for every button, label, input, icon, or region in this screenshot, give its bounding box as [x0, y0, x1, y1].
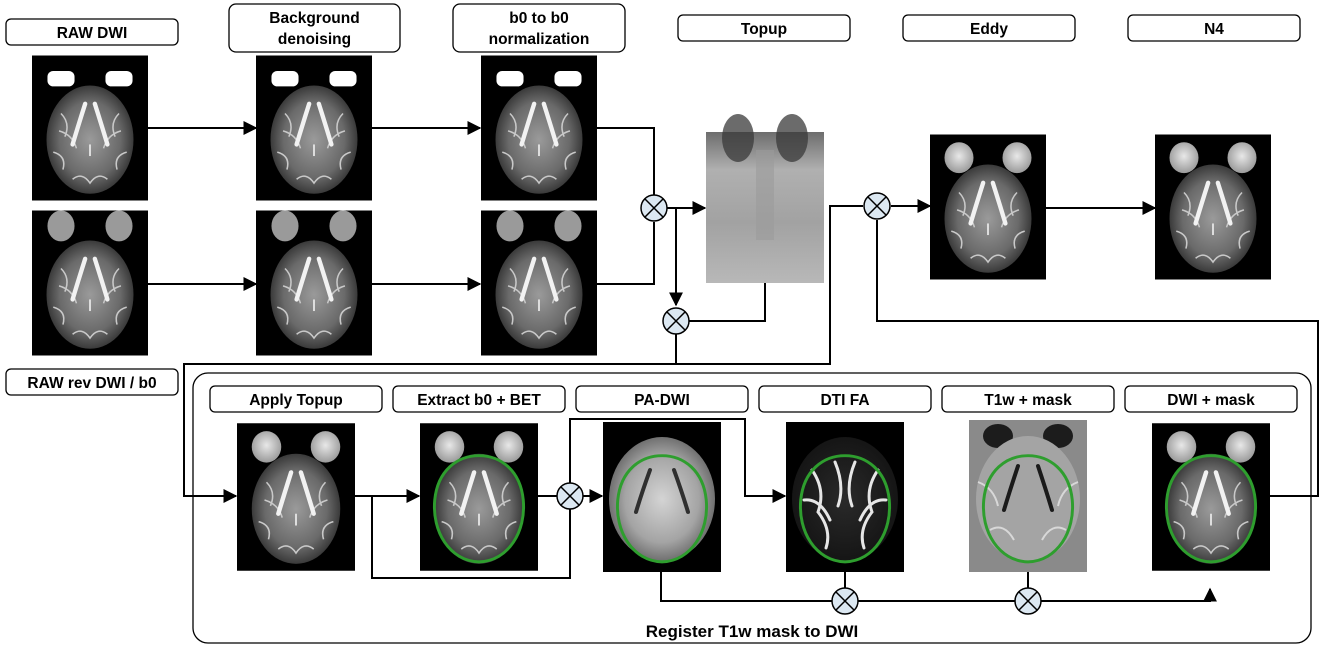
connectors	[148, 121, 1319, 602]
svg-text:Background: Background	[269, 10, 359, 27]
image-normalized-dwi	[481, 56, 597, 201]
combine-node-3	[863, 192, 891, 220]
image-n4-dwi	[1155, 135, 1271, 280]
svg-text:DWI + mask: DWI + mask	[1167, 392, 1255, 409]
label-register-t1w-mask: Register T1w mask to DWI	[646, 622, 859, 641]
image-t1w-mask	[969, 420, 1087, 572]
label-dwi-mask: DWI + mask	[1124, 385, 1298, 413]
image-normalized-rev-dwi	[481, 211, 597, 356]
image-dti-fa	[786, 422, 904, 572]
combine-node-6	[1014, 587, 1042, 615]
image-extract-bet	[420, 423, 538, 571]
registration-frame	[192, 372, 1312, 644]
image-raw-rev-dwi	[32, 211, 148, 356]
svg-text:RAW rev DWI / b0: RAW rev DWI / b0	[27, 375, 156, 392]
svg-text:normalization: normalization	[489, 31, 590, 48]
svg-text:RAW DWI: RAW DWI	[57, 25, 128, 42]
svg-text:T1w + mask: T1w + mask	[984, 392, 1072, 409]
svg-text:Extract b0 + BET: Extract b0 + BET	[417, 392, 541, 409]
combine-node-4	[556, 482, 584, 510]
image-topup-field	[706, 114, 824, 283]
label-t1w-mask: T1w + mask	[941, 385, 1115, 413]
label-apply-topup: Apply Topup	[209, 385, 383, 413]
svg-text:Eddy: Eddy	[970, 21, 1008, 38]
label-b0-normalization: b0 to b0 normalization	[452, 3, 626, 53]
label-topup: Topup	[677, 14, 851, 42]
svg-text:N4: N4	[1204, 21, 1224, 38]
svg-text:b0 to b0: b0 to b0	[509, 10, 568, 27]
label-pa-dwi: PA-DWI	[575, 385, 749, 413]
label-dti-fa: DTI FA	[758, 385, 932, 413]
svg-text:PA-DWI: PA-DWI	[634, 392, 690, 409]
image-eddy-dwi	[930, 135, 1046, 280]
image-pa-dwi	[603, 422, 721, 572]
label-raw-rev-dwi: RAW rev DWI / b0	[5, 368, 179, 396]
combine-node-2	[662, 307, 690, 335]
label-n4: N4	[1127, 14, 1301, 42]
svg-text:DTI FA: DTI FA	[820, 392, 869, 409]
image-denoised-dwi	[256, 56, 372, 201]
image-apply-topup	[237, 423, 355, 571]
label-raw-dwi: RAW DWI	[5, 18, 179, 46]
image-dwi-mask	[1152, 423, 1270, 571]
combine-node-1	[640, 194, 668, 222]
combine-node-5	[831, 587, 859, 615]
label-background-denoising: Background denoising	[228, 3, 401, 53]
svg-text:denoising: denoising	[278, 31, 351, 48]
label-extract-bet: Extract b0 + BET	[392, 385, 566, 413]
svg-text:Apply Topup: Apply Topup	[249, 392, 343, 409]
label-eddy: Eddy	[902, 14, 1076, 42]
image-denoised-rev-dwi	[256, 211, 372, 356]
svg-text:Topup: Topup	[741, 21, 787, 38]
image-raw-dwi	[32, 56, 148, 201]
